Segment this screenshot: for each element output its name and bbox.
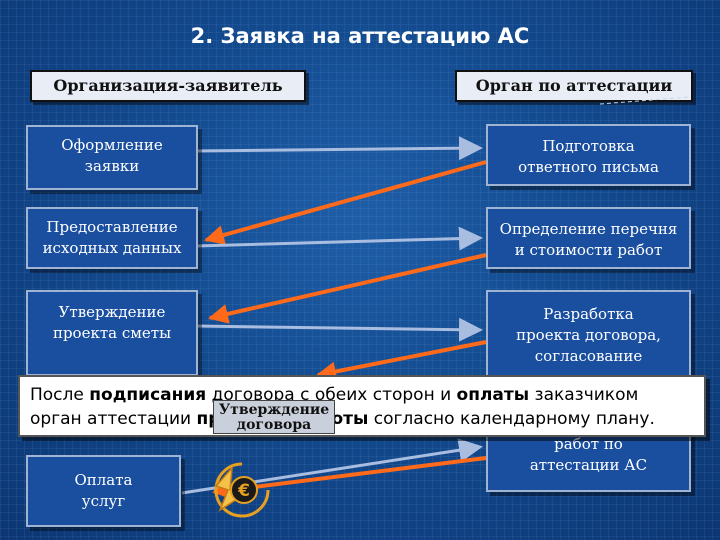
note-text: После xyxy=(30,385,90,405)
arrow-application-to-letter xyxy=(191,136,483,161)
box-provide-data: Предоставление исходных данных xyxy=(26,207,198,269)
header-applicant-label: Организация-заявитель xyxy=(53,76,283,95)
currency-icon-glyph: € xyxy=(237,481,250,501)
note-bold-signing: подписания xyxy=(89,385,207,405)
note-text: согласно календарному плану. xyxy=(368,409,655,429)
box-provide-data-label: Предоставление исходных данных xyxy=(42,218,182,257)
arrow-contract-to-approval xyxy=(316,340,487,382)
header-underline xyxy=(599,96,691,105)
box-reply-letter: Подготовка ответного письма xyxy=(486,124,691,186)
info-note: После подписания договора с обеих сторон… xyxy=(18,375,706,437)
box-draft-contract-label: Разработка проекта договора, согласовани… xyxy=(516,305,661,365)
box-application-form: Оформление заявки xyxy=(26,125,198,190)
box-payment: Оплата услуг xyxy=(26,455,181,527)
box-approve-estimate: Утверждение проекта сметы xyxy=(26,290,198,376)
box-work-list-label: Определение перечня и стоимости работ xyxy=(499,220,678,259)
header-certification-body: Орган по аттестации xyxy=(455,70,693,102)
arrow-work-to-payment xyxy=(212,456,487,500)
currency-icon: € xyxy=(214,462,270,518)
box-work-list: Определение перечня и стоимости работ xyxy=(486,207,691,269)
arrow-data-to-cost xyxy=(195,226,483,251)
box-certification-work-label: работ по аттестации АС xyxy=(529,435,648,474)
box-payment-label: Оплата услуг xyxy=(74,471,133,510)
slide-title: 2. Заявка на аттестацию АС xyxy=(190,24,530,48)
box-application-form-label: Оформление заявки xyxy=(61,136,163,175)
box-approve-contract-label: Утверждение договора xyxy=(218,402,330,433)
box-reply-letter-label: Подготовка ответного письма xyxy=(518,137,659,176)
box-approve-estimate-label: Утверждение проекта сметы xyxy=(52,303,172,342)
arrow-letter-to-data xyxy=(204,160,487,245)
note-bold-payment: оплаты xyxy=(456,385,530,405)
box-approve-contract: Утверждение договора xyxy=(213,400,335,434)
arrow-cost-to-estimate xyxy=(208,253,487,324)
note-text: заказчиком орган аттестации xyxy=(30,385,639,429)
header-applicant: Организация-заявитель xyxy=(30,70,306,102)
header-certification-label: Орган по аттестации xyxy=(475,76,673,95)
box-draft-contract: Разработка проекта договора, согласовани… xyxy=(486,290,691,380)
arrow-estimate-to-contract xyxy=(195,317,483,342)
